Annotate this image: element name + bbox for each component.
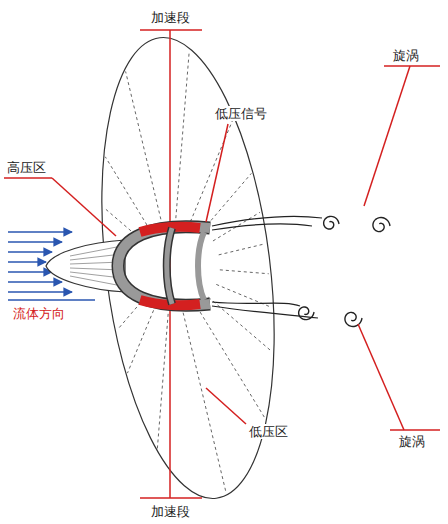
annotation-label: 流体方向 xyxy=(12,306,66,321)
annotation-label: 旋涡 xyxy=(392,48,420,63)
flow-arrow xyxy=(8,299,95,300)
leader-lines xyxy=(4,66,440,430)
body-rib xyxy=(167,228,172,304)
annotation-label: 高压区 xyxy=(6,160,47,175)
bluff-body-outline xyxy=(118,227,210,306)
vortex-spiral xyxy=(345,312,362,326)
annotation-label: 旋涡 xyxy=(398,434,426,449)
annotation-label: 加速段 xyxy=(150,504,191,519)
bluff-body xyxy=(118,227,210,306)
vortex-spirals xyxy=(299,216,390,326)
body-rib xyxy=(167,228,172,304)
pressure-rays xyxy=(104,51,273,493)
annotation-label: 加速段 xyxy=(150,10,191,25)
body-tail xyxy=(198,232,204,300)
vortex-spiral xyxy=(373,217,390,231)
annotation-label: 低压区 xyxy=(248,424,289,439)
label-rule xyxy=(140,497,202,499)
vortex-spiral xyxy=(299,307,314,320)
wake-lines xyxy=(212,216,322,318)
label-rule xyxy=(140,29,202,31)
annotation-label: 低压信号 xyxy=(214,106,268,121)
vortex-spiral xyxy=(324,216,339,229)
